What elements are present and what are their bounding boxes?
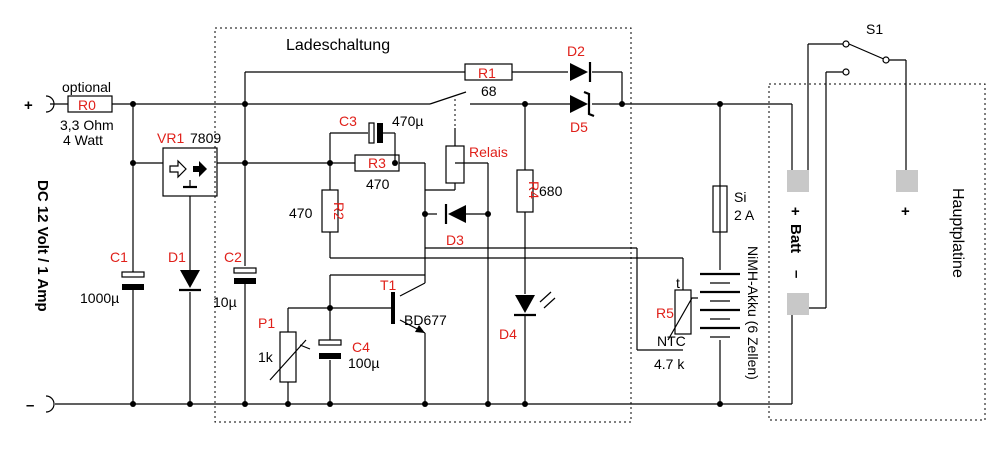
input-plus-label: + [24,97,33,114]
batt-minus-label: – [788,270,805,278]
r4-ref: R4 [526,181,542,199]
c4-ref: C4 [352,339,370,355]
junctions [130,101,723,407]
c2-value: 10µ [213,294,237,310]
p1-potentiometer [269,331,311,383]
batt-label: Batt [787,224,804,253]
t1-transistor [391,292,425,333]
r5-ref: R5 [656,305,674,321]
c1-ref: C1 [110,249,128,265]
r3-ref: R3 [368,155,386,171]
d1-diode [179,270,201,292]
vr1-value: 7809 [190,130,221,146]
r2-value: 470 [289,205,313,221]
r0-note: optional [62,79,111,95]
r5-t-mark: t [676,275,680,291]
fuse-value: 2 A [734,207,755,223]
d2-ref: D2 [567,43,585,59]
r0-value-watt: 4 Watt [63,132,103,148]
r0-resistor [67,95,113,113]
input-minus-terminal [45,395,55,413]
d5-zener-diode [570,90,595,118]
vr1-in-arrow-icon [169,159,187,179]
wires [50,43,907,405]
c3-capacitor [368,122,383,144]
fuse [712,185,728,233]
d2-diode [570,62,592,82]
c2-ref: C2 [224,249,242,265]
r5-ntc-thermistor [667,289,698,341]
t1-value: BD677 [404,312,447,328]
r0-value-ohm: 3,3 Ohm [60,117,114,133]
r2-ref: R2 [331,202,347,220]
d3-diode [444,204,466,224]
r2-resistor [321,189,339,233]
t1-ref: T1 [380,277,397,293]
d5-ref: D5 [570,119,588,135]
c1-value: 1000µ [80,290,119,306]
r3-value: 470 [366,176,390,192]
c3-value: 470µ [392,113,423,129]
s1-switch [842,40,890,76]
charger-frame [214,27,632,423]
p1-value: 1k [258,349,274,365]
d4-ref: D4 [499,326,517,342]
r0-ref: R0 [78,97,96,113]
s1-ref: S1 [866,21,883,37]
r4-value: 680 [539,183,563,199]
r5-type: NTC [657,333,686,349]
relais-label: Relais [469,144,508,160]
hauptplatine-plus-label: + [901,203,910,220]
battery-pack [700,272,740,338]
r5-value: 4.7 k [654,356,685,372]
battery-label: NiMH-Akku (6 Zellen) [745,246,761,380]
d3-ref: D3 [446,232,464,248]
fuse-ref: Si [734,189,746,205]
mainboard-frame [768,83,986,421]
c4-value: 100µ [348,355,379,371]
supply-label: DC 12 Volt / 1 Amp [34,180,51,312]
d1-ref: D1 [168,249,186,265]
vr1-ref: VR1 [157,130,184,146]
hauptplatine-label: Hauptplatine [949,188,966,278]
c2-capacitor [233,266,257,284]
c1-capacitor [121,271,145,290]
r3-resistor [354,154,400,172]
batt-plus-pad [787,170,809,192]
input-plus-terminal [45,95,55,113]
vr1-regulator [162,147,218,197]
vr1-out-arrow-icon [193,161,207,177]
batt-minus-pad [787,293,809,315]
relay-coil [445,145,465,184]
input-minus-label: – [26,397,34,414]
hauptplatine-plus-pad [896,170,918,192]
r4-resistor [516,169,534,213]
d4-led [514,291,556,317]
p1-ref: P1 [258,315,275,331]
r1-resistor [464,63,513,81]
batt-plus-label: + [791,203,800,220]
c3-ref: C3 [339,113,357,129]
r1-value: 68 [481,83,497,99]
title: Ladeschaltung [286,37,390,54]
r1-ref: R1 [478,65,496,81]
c4-capacitor [318,339,342,359]
